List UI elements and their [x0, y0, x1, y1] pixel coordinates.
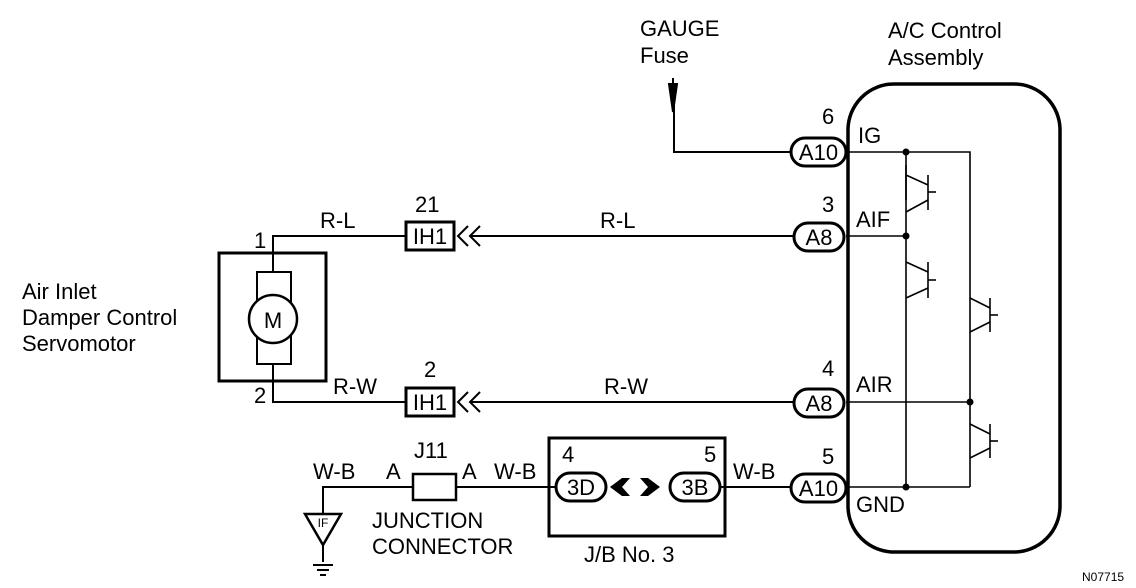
- wire-label-wb-left: W-B: [313, 459, 355, 484]
- servomotor-pin-2: 2: [254, 383, 266, 408]
- junction-pin-right: A: [462, 459, 477, 484]
- wire-label-wb-right: W-B: [733, 459, 775, 484]
- fuse-wire: [673, 98, 791, 153]
- jb-right-num: 5: [704, 442, 716, 467]
- motor-icon: [247, 293, 299, 345]
- connector-ih1-bottom-label: IH1: [413, 390, 447, 415]
- ground-triangle: [302, 512, 344, 548]
- jb-label: J/B No. 3: [584, 542, 674, 567]
- connector-a8-aif-label: A8: [806, 225, 833, 250]
- wire-label-rl-right: R-L: [600, 208, 635, 233]
- jb-chevron-left: [610, 478, 630, 496]
- ac-control-label-1: A/C Control: [888, 18, 1002, 43]
- wire-label-rl-left: R-L: [320, 208, 355, 233]
- motor-symbol: M: [264, 308, 282, 333]
- signal-air: AIR: [856, 372, 893, 397]
- terminal-num-gnd: 5: [822, 444, 834, 469]
- signal-aif: AIF: [856, 207, 890, 232]
- junction-dot: [902, 483, 910, 491]
- junction-dot: [902, 148, 910, 156]
- connector-ih1-bottom: [404, 386, 456, 418]
- connector-3b-label: 3B: [682, 475, 709, 500]
- connector-ih1-top-num: 21: [415, 192, 439, 217]
- servomotor-pin-1: 1: [254, 228, 266, 253]
- ground-code: IF: [318, 516, 329, 530]
- servomotor-label-3: Servomotor: [22, 331, 136, 356]
- junction-id: J11: [414, 438, 448, 463]
- connector-ih1-top: [404, 220, 456, 252]
- jb-chevron-right: [640, 478, 660, 496]
- wire-label-rw-left: R-W: [333, 374, 377, 399]
- connector-ih1-top-label: IH1: [413, 224, 447, 249]
- terminal-num-ig: 6: [822, 104, 834, 129]
- servomotor-label-1: Air Inlet: [22, 279, 97, 304]
- jb-left-num: 4: [562, 442, 574, 467]
- diagram-code: N07715: [1082, 570, 1124, 584]
- ac-control-assembly-box: [846, 82, 1062, 554]
- junction-label-1: JUNCTION: [372, 508, 483, 533]
- junction-connector-j11: [411, 472, 458, 502]
- junction-dot: [902, 232, 910, 240]
- terminal-num-air: 4: [822, 356, 834, 381]
- internal-transistor-circuit: [846, 151, 998, 488]
- connector-a8-air-label: A8: [806, 391, 833, 416]
- connector-3d-label: 3D: [567, 475, 595, 500]
- terminal-num-aif: 3: [822, 192, 834, 217]
- junction-pin-left: A: [386, 459, 401, 484]
- wire-rl-left: [272, 235, 406, 272]
- connector-a10-ig-label: A10: [799, 140, 838, 165]
- connector-3d: [554, 471, 608, 503]
- wire-label-rw-right: R-W: [604, 374, 648, 399]
- gauge-fuse-label-1: GAUGE: [640, 16, 719, 41]
- ac-control-label-2: Assembly: [888, 45, 983, 70]
- signal-ig: IG: [858, 123, 881, 148]
- connector-ih1-bottom-num: 2: [424, 357, 436, 382]
- junction-dot: [966, 398, 974, 406]
- signal-gnd: GND: [856, 492, 905, 517]
- junction-label-2: CONNECTOR: [372, 534, 513, 559]
- wire-wb-ground: [322, 486, 413, 514]
- wire-label-wb-mid: W-B: [494, 459, 536, 484]
- gauge-fuse-label-2: Fuse: [640, 43, 689, 68]
- servomotor-label-2: Damper Control: [22, 305, 177, 330]
- wire-rw-left: [272, 364, 406, 403]
- connector-a10-gnd-label: A10: [799, 476, 838, 501]
